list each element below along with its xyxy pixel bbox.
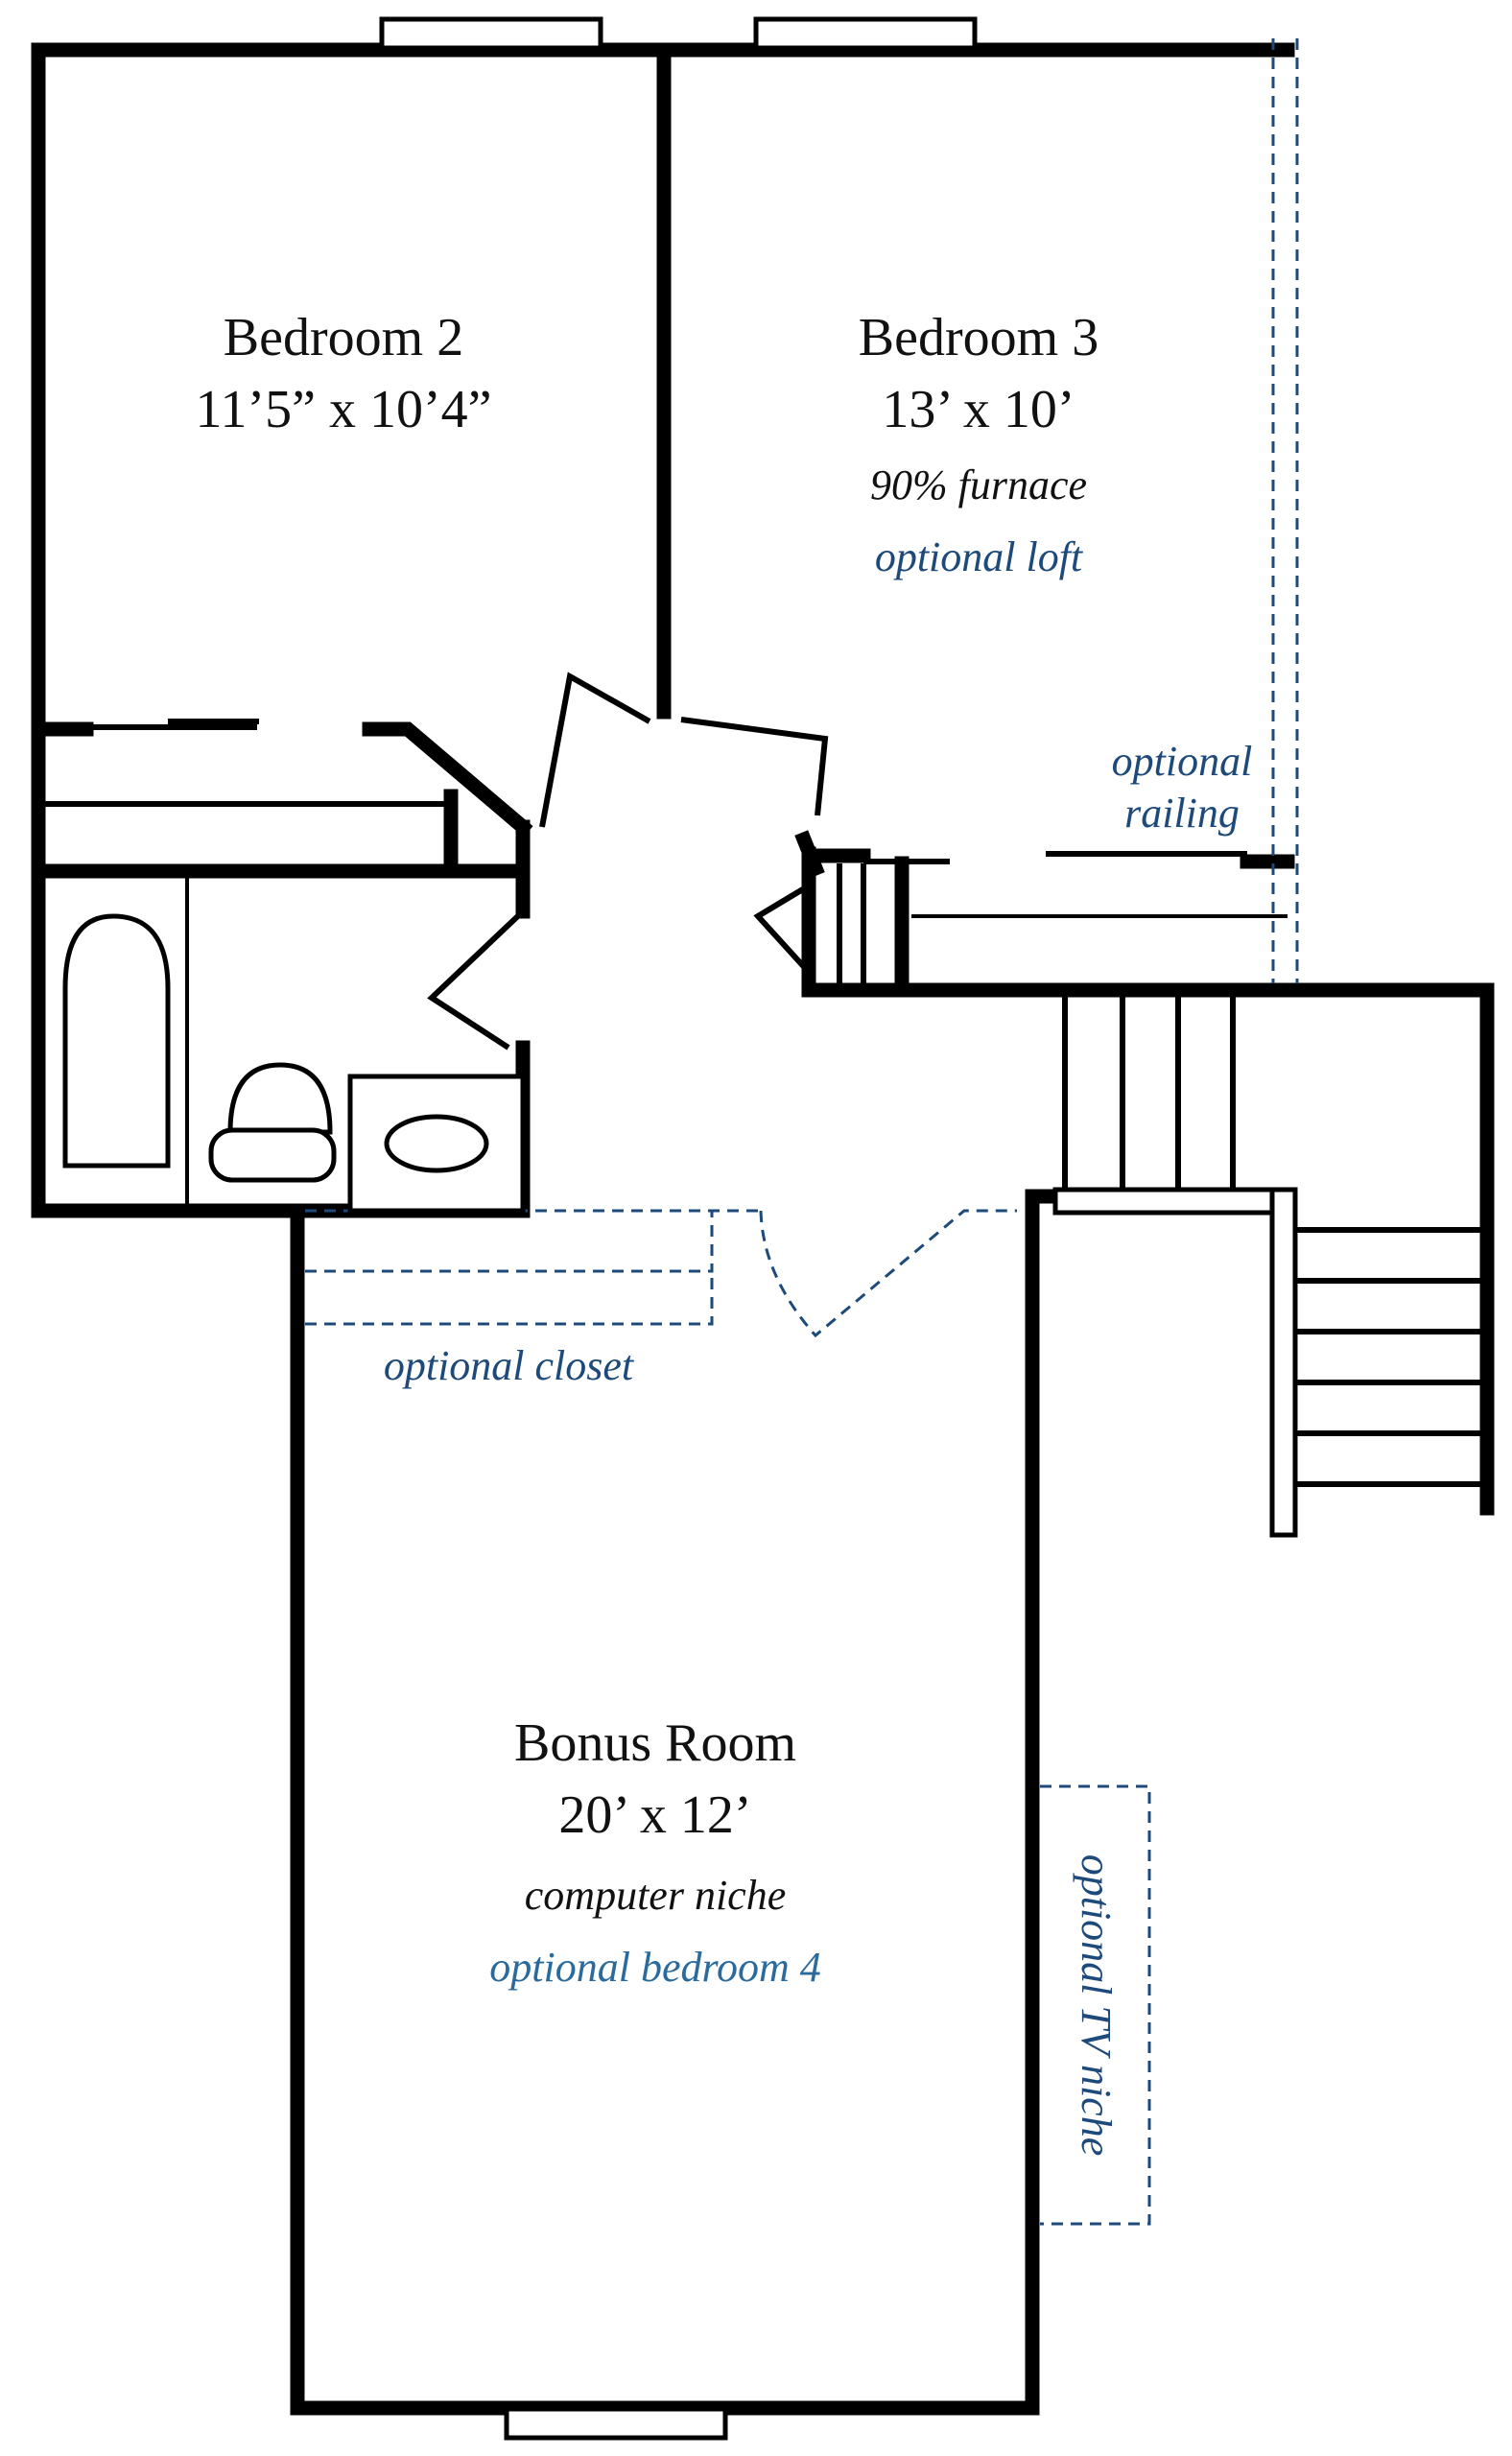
optional-closet-outline <box>305 1209 761 1326</box>
bathroom <box>62 871 526 1214</box>
bonus-size: 20’ x 12’ <box>558 1785 751 1845</box>
labels: Bedroom 2 11’5” x 10’4” Bedroom 3 13’ x … <box>196 308 1253 2156</box>
bonus-option: optional bedroom 4 <box>489 1944 820 1991</box>
optional-features <box>1040 38 1299 2226</box>
stairs <box>1052 990 1487 1538</box>
bedroom3-size: 13’ x 10’ <box>882 380 1075 439</box>
landing-wall <box>801 982 1495 1516</box>
toilet-seat <box>208 1127 337 1183</box>
stair-rail-side <box>1269 1187 1298 1538</box>
bedroom2-size: 11’5” x 10’4” <box>196 380 492 439</box>
bedroom3-door <box>680 717 829 816</box>
bedroom3-name: Bedroom 3 <box>859 308 1099 367</box>
window-bedroom2 <box>379 16 603 51</box>
bedroom2-closet-rod <box>88 719 259 730</box>
door-stub-b3 <box>794 830 825 878</box>
bathtub <box>62 913 171 1169</box>
tv-niche-label: optional TV niche <box>1073 1854 1120 2157</box>
closet-option-label: optional closet <box>384 1342 635 1389</box>
windows <box>379 16 978 2441</box>
bonus-optional-door <box>759 1209 1017 1338</box>
sink <box>384 1114 489 1173</box>
bath-door <box>427 909 526 1051</box>
closets <box>38 719 1288 1326</box>
bedroom3-closet-rod <box>863 851 1247 864</box>
stair-rail-top <box>1052 1187 1293 1216</box>
doors <box>427 672 1017 1338</box>
bonus-right-wall <box>1025 1189 1063 2416</box>
linen-shelves <box>837 863 866 988</box>
bedroom2-closet-wall-right <box>362 721 533 838</box>
bedroom2-door <box>539 672 651 828</box>
window-bedroom3 <box>753 16 978 51</box>
lower-stair-treads <box>1295 1227 1487 1487</box>
bedroom3-option: optional loft <box>875 533 1084 580</box>
railing-label-line1: optional <box>1112 738 1253 785</box>
bedroom2-name: Bedroom 2 <box>224 308 463 367</box>
window-bonus <box>504 2406 728 2441</box>
bonus-note: computer niche <box>525 1872 786 1919</box>
toilet <box>227 1062 333 1135</box>
optional-railing-outline <box>1271 38 1299 983</box>
linen-door <box>753 885 809 972</box>
optional-tv-niche-outline <box>1040 1784 1151 2226</box>
bedroom3-note: 90% furnace <box>870 461 1087 508</box>
bonus-name: Bonus Room <box>514 1713 796 1773</box>
railing-label-line2: railing <box>1124 790 1240 837</box>
upper-stair-treads <box>1062 990 1236 1190</box>
